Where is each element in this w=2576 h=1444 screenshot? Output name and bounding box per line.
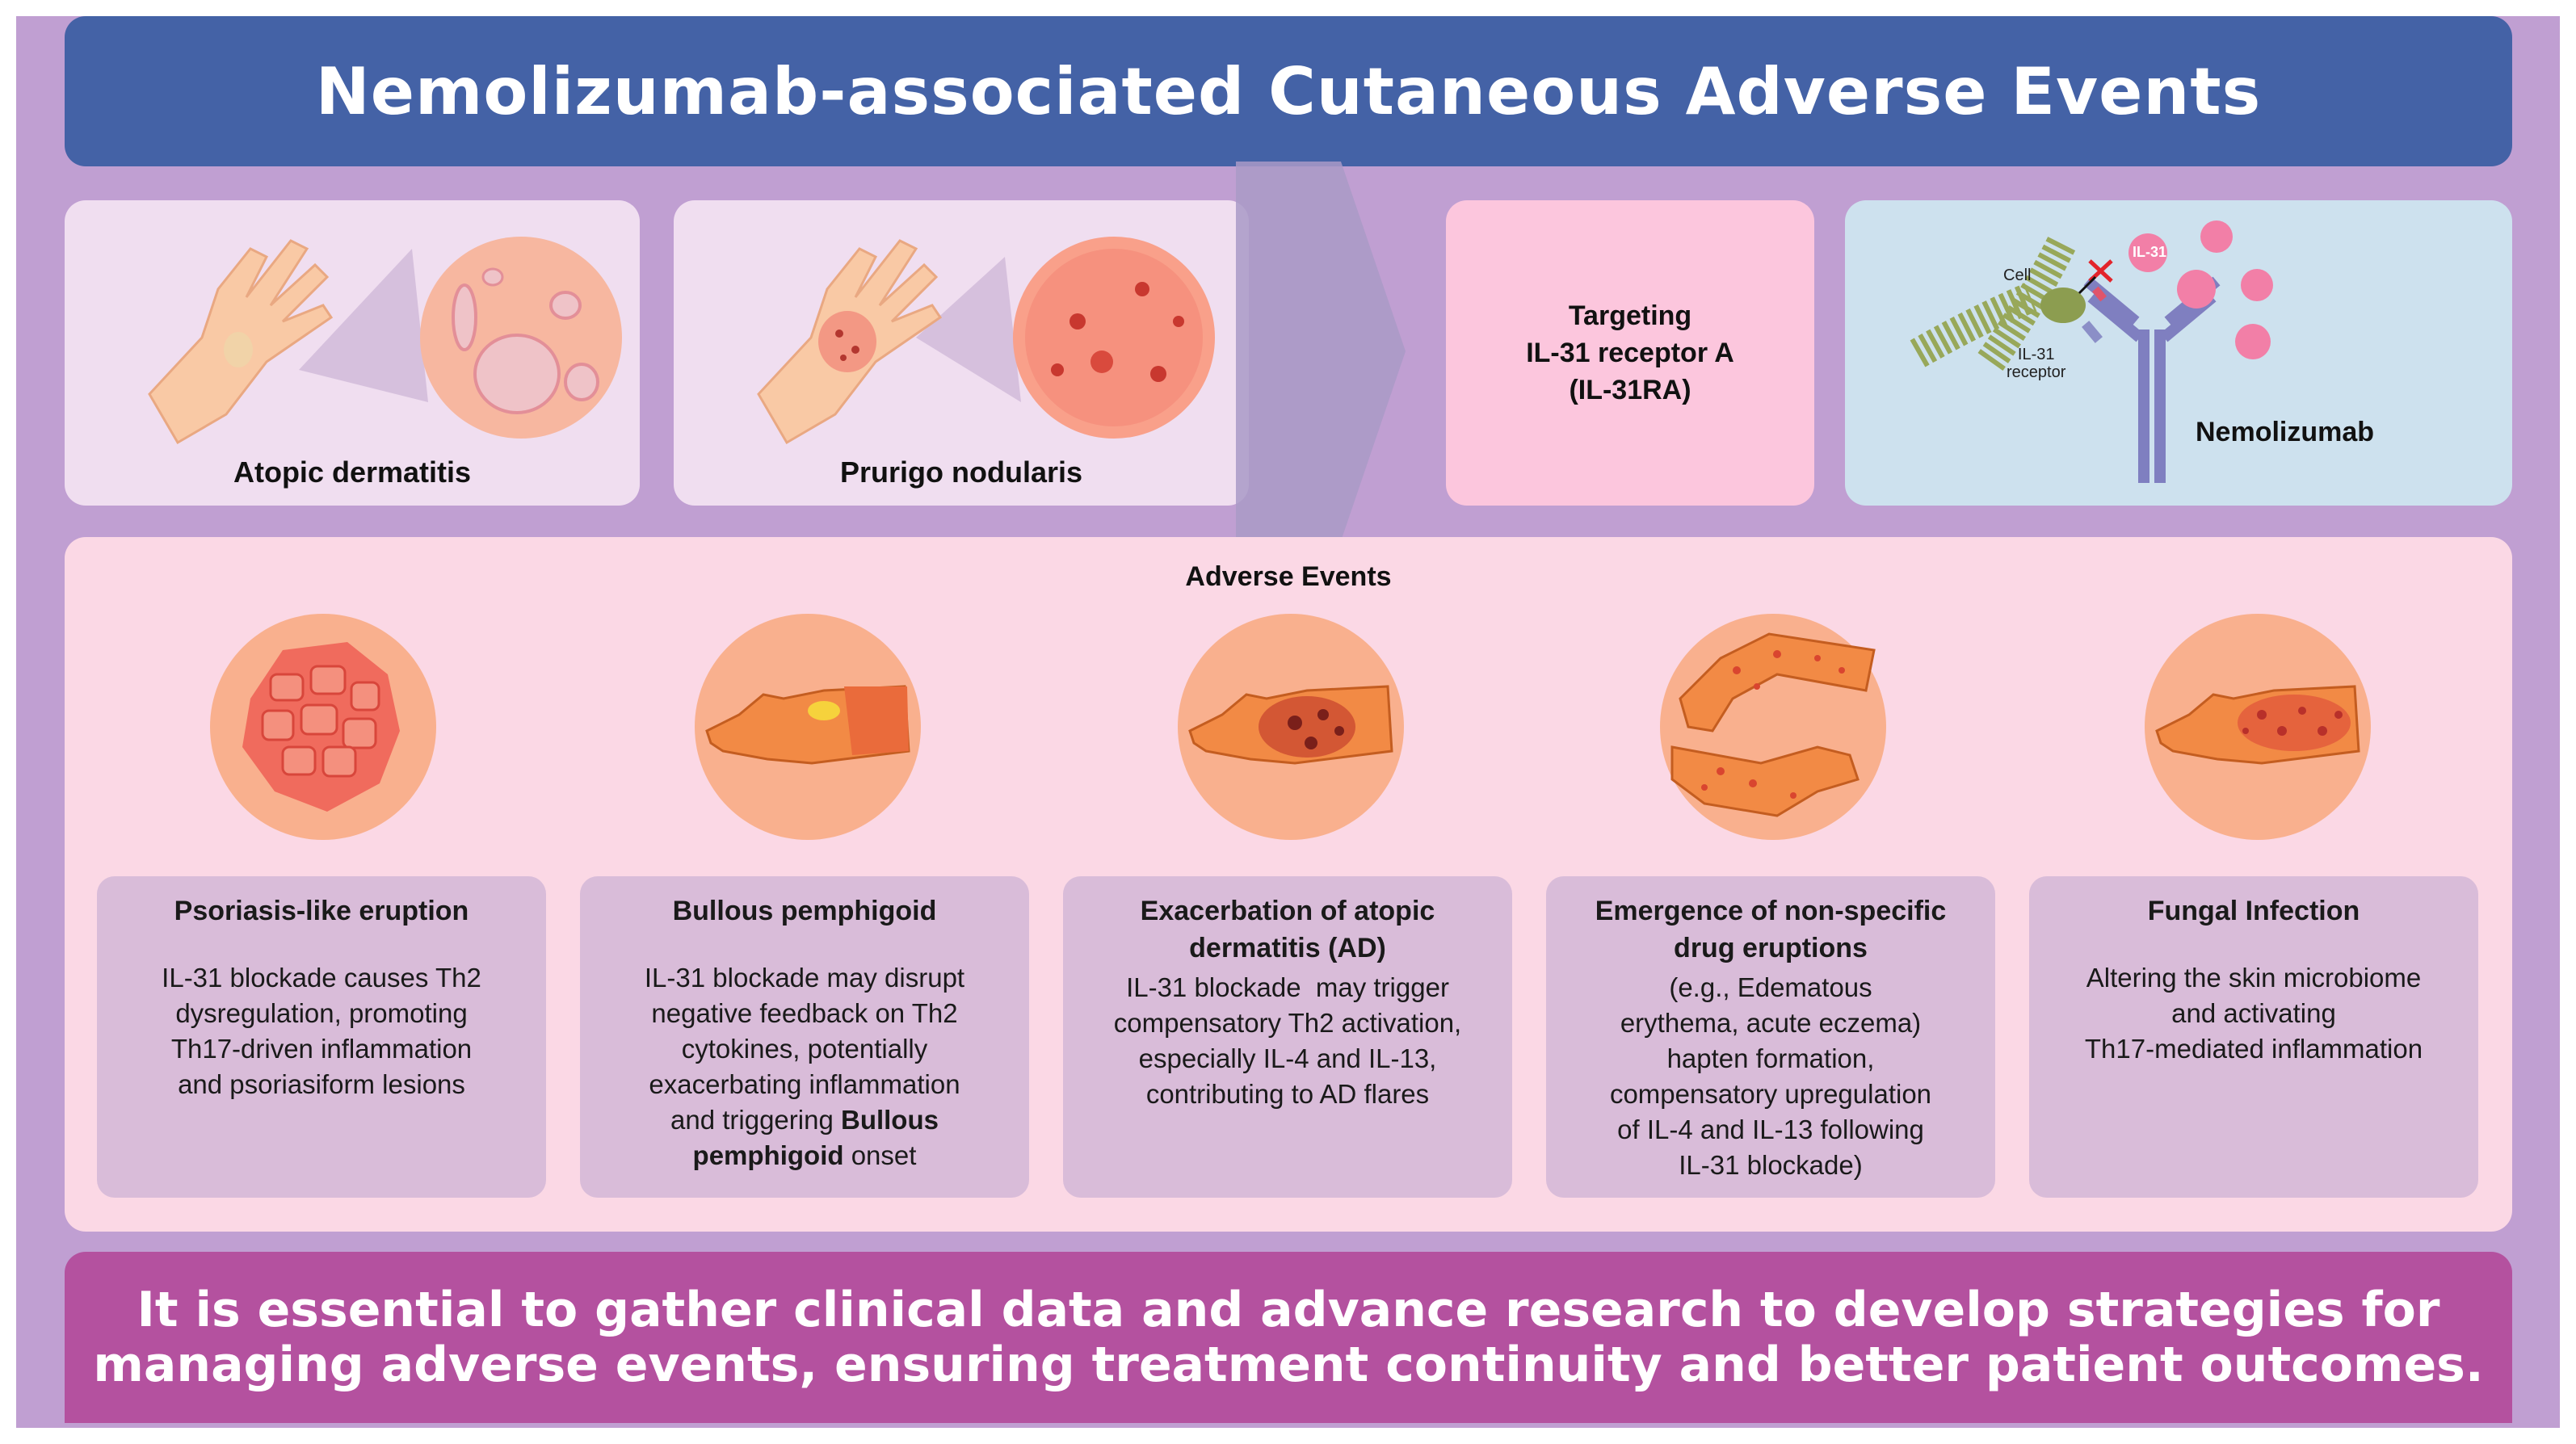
page-title: Nemolizumab-associated Cutaneous Adverse… <box>315 53 2262 129</box>
drug-eruption-illustration <box>1660 614 1886 840</box>
target-card: Targeting IL-31 receptor A (IL-31RA) <box>1446 200 1814 506</box>
ae-name: Psoriasis-like eruption <box>174 896 469 926</box>
disease-card-prurigo-nodularis: Prurigo nodularis <box>674 200 1249 506</box>
atopic-dermatitis-illustration <box>148 237 622 445</box>
ae-card-fungal-infection: Fungal Infection Altering the skin micro… <box>2029 876 2478 1198</box>
psoriasis-illustration <box>210 614 436 840</box>
ae-description: Altering the skin microbiome and activat… <box>2084 963 2423 1064</box>
cell-label: Cell <box>2003 267 2032 284</box>
conclusion-line: managing adverse events, ensuring treatm… <box>93 1337 2484 1393</box>
mechanism-card: Cell IL-31 IL-31 receptor Nemolizumab <box>1845 200 2512 506</box>
il31-label: IL-31 <box>2133 244 2167 260</box>
disease-label: Atopic dermatitis <box>233 455 472 489</box>
ae-card-bullous-pemphigoid: Bullous pemphigoid IL-31 blockade may di… <box>580 876 1029 1198</box>
drug-label: Nemolizumab <box>2196 417 2375 447</box>
atopic-dermatitis-exacerbation-illustration <box>1178 614 1404 840</box>
title-banner: Nemolizumab-associated Cutaneous Adverse… <box>65 16 2512 166</box>
receptor-label: IL-31 receptor <box>2007 346 2066 381</box>
ae-description: IL-31 blockade may trigger compensatory … <box>1113 972 1462 1109</box>
conclusion-banner: It is essential to gather clinical data … <box>65 1252 2512 1423</box>
ae-name: Emergence of non-specific drug eruptions <box>1595 896 1947 963</box>
ae-name: Fungal Infection <box>2147 896 2360 926</box>
fungal-infection-illustration <box>2145 614 2371 840</box>
ae-card-drug-eruptions: Emergence of non-specific drug eruptions… <box>1546 876 1995 1198</box>
adverse-events-title: Adverse Events <box>1185 561 1392 592</box>
receptor-antibody-illustration <box>1910 220 2273 483</box>
adverse-events-panel: Adverse Events <box>65 537 2512 1232</box>
prurigo-nodularis-illustration <box>757 237 1215 445</box>
ae-card-ad-exacerbation: Exacerbation of atopic dermatitis (AD) I… <box>1063 876 1512 1198</box>
chevron-right-arrow <box>1236 162 1406 541</box>
bullous-pemphigoid-illustration <box>695 614 921 840</box>
ae-card-psoriasis-like-eruption: Psoriasis-like eruption IL-31 blockade c… <box>97 876 546 1198</box>
target-text: Targeting IL-31 receptor A (IL-31RA) <box>1526 300 1734 405</box>
ae-name: Exacerbation of atopic dermatitis (AD) <box>1140 896 1435 963</box>
ae-name: Bullous pemphigoid <box>672 896 937 926</box>
ae-description: IL-31 blockade may disrupt negative feed… <box>644 963 965 1170</box>
disease-card-atopic-dermatitis: Atopic dermatitis <box>65 200 640 506</box>
disease-label: Prurigo nodularis <box>839 455 1083 489</box>
ae-description: (e.g., Edematous erythema, acute eczema)… <box>1609 972 1932 1180</box>
conclusion-line: It is essential to gather clinical data … <box>137 1282 2440 1338</box>
ae-description: IL-31 blockade causes Th2 dysregulation,… <box>162 963 481 1099</box>
